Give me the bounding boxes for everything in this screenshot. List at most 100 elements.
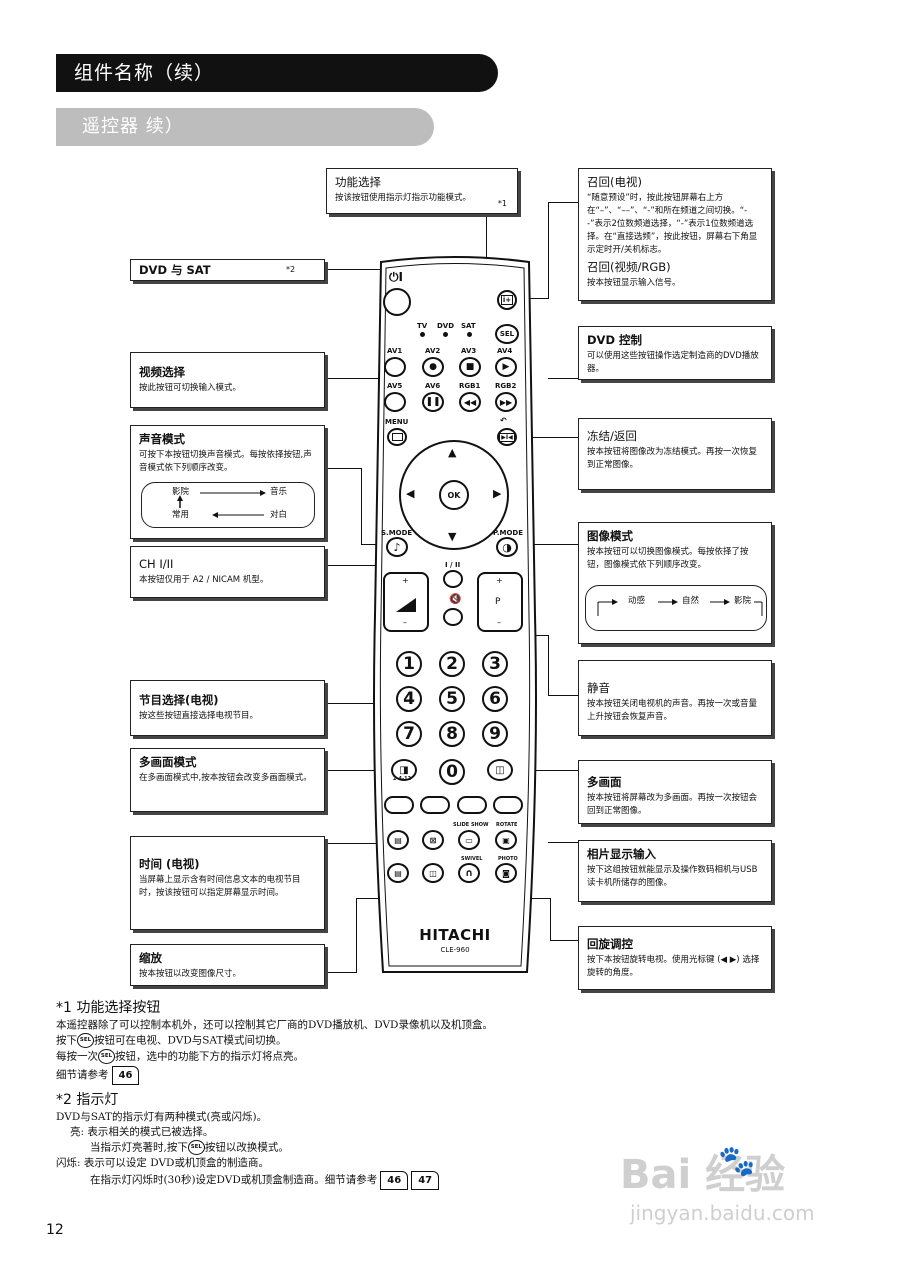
slideshow-icon: ▭ bbox=[465, 835, 473, 845]
callout-zoom: 缩放 按本按钮以改变图像尺寸。 bbox=[130, 944, 325, 986]
indicator-sat-label: SAT bbox=[461, 322, 476, 330]
ch-button[interactable] bbox=[443, 570, 463, 588]
freeze-button[interactable]: ▶I◀ bbox=[497, 428, 517, 446]
watermark-brand: Bai 经验 bbox=[620, 1152, 786, 1198]
mute-button[interactable] bbox=[443, 608, 463, 626]
rgb2-forward-button[interactable]: ▶▶ bbox=[495, 392, 517, 412]
av3-stop-button[interactable]: ■ bbox=[459, 357, 481, 377]
av3-label: AV3 bbox=[461, 347, 477, 355]
digit-1-button[interactable]: 1 bbox=[396, 651, 422, 677]
power-button[interactable] bbox=[383, 288, 411, 316]
zoom-button[interactable]: ◫ bbox=[422, 863, 444, 883]
music-note-icon: ♪ bbox=[393, 540, 401, 554]
callout-recall: 召回(电视) “随意预设”时，按此按钮屏幕右上方在“–”、“––”、“-”和所在… bbox=[578, 168, 772, 301]
av1-button[interactable] bbox=[384, 357, 406, 377]
text-button-2[interactable]: ⊠ bbox=[422, 830, 444, 850]
pmode-label: P.MODE bbox=[493, 529, 524, 537]
zoom-icon: ◫ bbox=[429, 868, 437, 878]
text-button-1[interactable]: ▤ bbox=[387, 830, 409, 850]
program-rocker[interactable]: + P – bbox=[477, 572, 523, 632]
picture-mode-button[interactable]: ◑ bbox=[496, 537, 518, 557]
callout-sound-mode: 声音模式 可按下本按钮切换声音模式。每按依择按钮,声音模式依下列顺序改变。 影院… bbox=[130, 425, 325, 539]
av2-label: AV2 bbox=[425, 347, 441, 355]
slideshow-button[interactable]: ▭ bbox=[458, 830, 480, 850]
av5-button[interactable] bbox=[384, 392, 406, 412]
rotate-button[interactable]: ▣ bbox=[495, 830, 517, 850]
digit-2-button[interactable]: 2 bbox=[439, 651, 465, 677]
av2-record-button[interactable]: ● bbox=[422, 357, 444, 377]
indicator-tv-label: TV bbox=[417, 322, 428, 330]
half-circle-icon: ◑ bbox=[502, 540, 512, 554]
digit-0-button[interactable]: 0 bbox=[439, 759, 465, 785]
sel-button[interactable]: SEL bbox=[495, 324, 519, 344]
rgb1-rewind-button[interactable]: ◀◀ bbox=[459, 392, 481, 412]
digit-8-button[interactable]: 8 bbox=[439, 721, 465, 747]
menu-label: MENU bbox=[385, 418, 409, 426]
ok-button[interactable]: OK bbox=[439, 480, 469, 510]
recall-button[interactable]: i+ bbox=[497, 290, 517, 310]
rgb1-label: RGB1 bbox=[459, 382, 481, 390]
av6-pause-button[interactable]: ❚❚ bbox=[422, 392, 444, 412]
sound-mode-cycle: 影院 音乐 常用 对白 bbox=[141, 482, 315, 528]
smode-label: S.MODE bbox=[381, 529, 413, 537]
footnote-2: *2 指示灯 DVD与SAT的指示灯有两种模式(亮或闪烁)。 亮: 表示相关的模… bbox=[56, 1090, 616, 1190]
footnote-1-title: *1 功能选择按钮 bbox=[56, 1000, 161, 1016]
pause-icon: ❚❚ bbox=[425, 397, 441, 407]
callout-program-select: 节目选择(电视) 按这些按钮直接选择电视节目。 bbox=[130, 680, 325, 736]
callout-freeze: 冻结/返回 按本按钮将图像改为冻结模式。再按一次恢复到正常图像。 bbox=[578, 418, 772, 490]
time-icon: ▤ bbox=[394, 868, 402, 878]
multi-mode-label: 2-4-12 bbox=[393, 776, 412, 782]
photo-button[interactable]: ◙ bbox=[495, 863, 517, 883]
time-button[interactable]: ▤ bbox=[387, 863, 409, 883]
camera-icon: ◙ bbox=[502, 868, 510, 878]
rewind-icon: ◀◀ bbox=[463, 397, 477, 407]
digit-4-button[interactable]: 4 bbox=[396, 686, 422, 712]
mute-icon: 🔇 bbox=[449, 594, 462, 605]
brand-logo: HITACHI bbox=[419, 926, 491, 944]
callout-video-select: 视频选择 按此按钮可切换输入模式。 bbox=[130, 352, 325, 408]
digit-7-button[interactable]: 7 bbox=[396, 721, 422, 747]
callout-photo: 相片显示输入 按下这组按钮就能显示及操作数码相机与USB读卡机所储存的图像。 bbox=[578, 840, 772, 902]
sound-mode-button[interactable]: ♪ bbox=[386, 537, 408, 557]
arrow-left-icon[interactable]: ◀ bbox=[406, 487, 415, 500]
multi-picture-button[interactable]: ◫ bbox=[487, 759, 513, 781]
arrow-up-icon[interactable]: ▲ bbox=[448, 446, 457, 459]
digit-9-button[interactable]: 9 bbox=[482, 721, 508, 747]
color-button-3[interactable] bbox=[457, 796, 487, 814]
slideshow-label: SLIDE SHOW bbox=[453, 822, 489, 828]
navigation-dpad[interactable]: ▲ ▼ ◀ ▶ OK bbox=[399, 440, 509, 550]
indicator-sat-led bbox=[467, 332, 472, 337]
volume-rocker[interactable]: + – bbox=[383, 572, 429, 632]
recall-icon: i+ bbox=[500, 295, 514, 305]
watermark-url: jingyan.baidu.com bbox=[630, 1201, 815, 1225]
digit-6-button[interactable]: 6 bbox=[482, 686, 508, 712]
digit-5-button[interactable]: 5 bbox=[439, 686, 465, 712]
multi-mode-icon: ◨ bbox=[399, 764, 409, 776]
freeze-icon: ▶I◀ bbox=[499, 432, 515, 442]
color-button-2[interactable] bbox=[420, 796, 450, 814]
paw-icon: 🐾 bbox=[718, 1144, 756, 1179]
arrow-right-icon[interactable]: ▶ bbox=[493, 487, 502, 500]
multi-mode-button[interactable]: ◨ bbox=[391, 759, 417, 781]
digit-3-button[interactable]: 3 bbox=[482, 651, 508, 677]
rotate-label: ROTATE bbox=[496, 822, 518, 828]
menu-button[interactable] bbox=[387, 428, 407, 446]
av4-label: AV4 bbox=[497, 347, 513, 355]
section-header: 组件名称（续） bbox=[56, 54, 498, 92]
swivel-button[interactable]: ∩ bbox=[458, 863, 480, 883]
arrow-down-icon[interactable]: ▼ bbox=[448, 530, 457, 543]
callout-time: 时间 (电视) 当屏幕上显示含有时间信息文本的电视节目时，按该按钮可以指定屏幕显… bbox=[130, 836, 325, 930]
page-ref-46: 46 bbox=[111, 1066, 140, 1085]
callout-picture-mode: 图像模式 按本按钮可以切换图像模式。每按依择了按钮，图像模式依下列顺序改变。 动… bbox=[578, 522, 772, 644]
page-number: 12 bbox=[46, 1222, 64, 1238]
model-number: CLE-960 bbox=[440, 946, 470, 954]
color-button-4[interactable] bbox=[493, 796, 523, 814]
stop-icon: ■ bbox=[465, 362, 475, 372]
section-subheader: 遥控器 续） bbox=[56, 108, 434, 146]
av4-play-button[interactable]: ▶ bbox=[495, 357, 517, 377]
rgb2-label: RGB2 bbox=[495, 382, 517, 390]
color-button-1[interactable] bbox=[384, 796, 414, 814]
callout-dvd-sat: DVD 与 SAT *2 bbox=[130, 259, 325, 281]
picture-mode-cycle: 动感 自然 影院 bbox=[585, 585, 767, 631]
page-ref-46: 46 bbox=[380, 1170, 409, 1190]
